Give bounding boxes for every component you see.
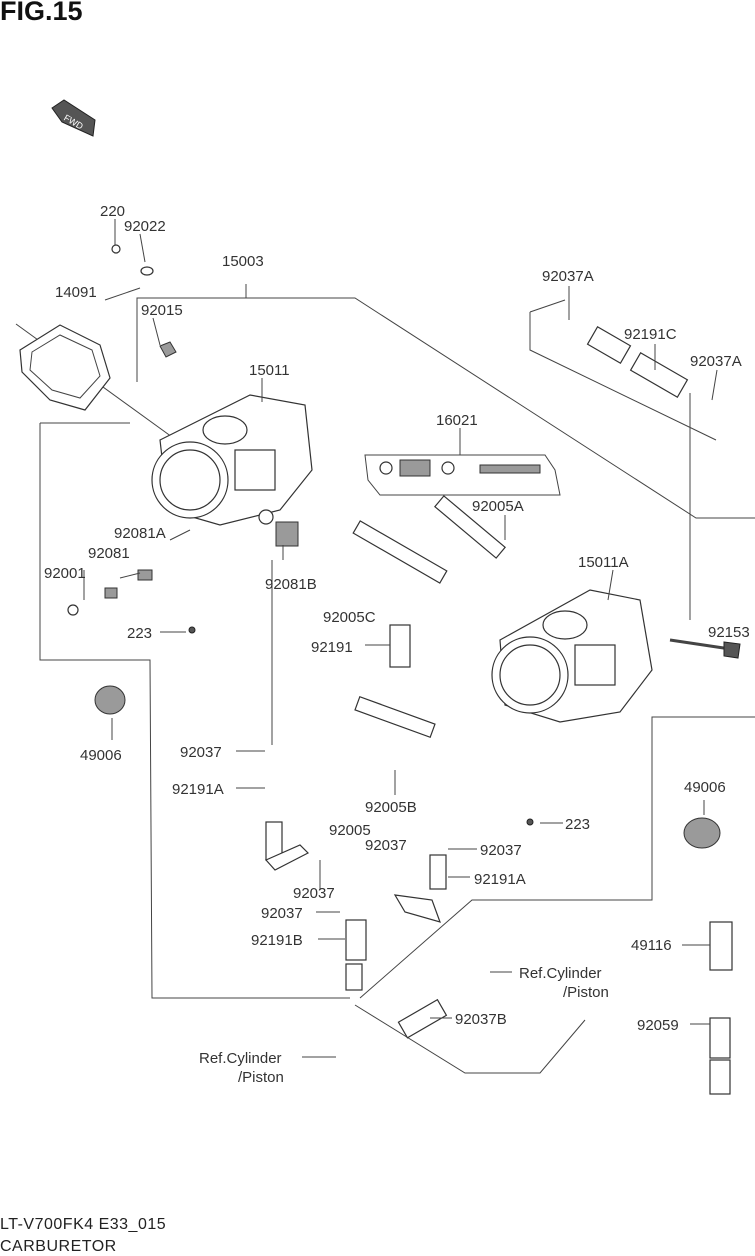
part-label-220: 220 [100, 203, 125, 220]
part-label-92037A-1: 92037A [542, 268, 594, 285]
carburetor-right [491, 589, 653, 723]
part-label-92022: 92022 [124, 218, 166, 235]
part-label-223-2: 223 [565, 816, 590, 833]
cover-part [19, 324, 111, 411]
leader-lines [83, 219, 718, 1058]
part-label-92059: 92059 [637, 1017, 679, 1034]
part-label-92081B: 92081B [265, 576, 317, 593]
throttle-shaft-part [364, 454, 561, 496]
part-label-92005C: 92005C [323, 609, 376, 626]
part-label-14091: 14091 [55, 284, 97, 301]
part-label-92037-2: 92037 [365, 837, 407, 854]
part-label-92037A-2: 92037A [690, 353, 742, 370]
ref-label-1-line2: /Piston [563, 984, 609, 1001]
fwd-arrow-icon: FWD [51, 99, 96, 137]
part-label-92191C: 92191C [624, 326, 677, 343]
part-label-15011A: 15011A [578, 554, 629, 571]
part-label-49116: 49116 [631, 937, 672, 954]
part-label-92191A-1: 92191A [172, 781, 224, 798]
part-label-92005A: 92005A [472, 498, 524, 515]
carburetor-left [151, 394, 313, 526]
part-label-92191B: 92191B [251, 932, 303, 949]
part-label-92037-1: 92037 [180, 744, 222, 761]
part-label-92037-5: 92037 [261, 905, 303, 922]
footer-name: CARBURETOR [0, 1238, 117, 1255]
part-label-92005B: 92005B [365, 799, 417, 816]
part-label-92191A-2: 92191A [474, 871, 526, 888]
ref-label-2-line2: /Piston [238, 1069, 284, 1086]
part-label-92081: 92081 [88, 545, 130, 562]
ref-label-2-line1: Ref.Cylinder [199, 1050, 282, 1067]
footer-code: LT-V700FK4 E33_015 [0, 1216, 167, 1233]
part-label-15011: 15011 [249, 362, 290, 379]
part-label-92037-3: 92037 [480, 842, 522, 859]
part-label-92153: 92153 [708, 624, 750, 641]
ref-label-1-line1: Ref.Cylinder [519, 965, 602, 982]
part-label-92081A: 92081A [114, 525, 166, 542]
part-label-92191: 92191 [311, 639, 353, 656]
part-label-223-1: 223 [127, 625, 152, 642]
fuel-pipes [264, 326, 733, 1095]
part-label-49006-1: 49006 [80, 747, 122, 764]
part-label-15003: 15003 [222, 253, 264, 270]
part-labels: 220 92022 15003 14091 92015 15011 16021 … [44, 203, 750, 1086]
part-label-92037B: 92037B [455, 1011, 507, 1028]
part-label-49006-2: 49006 [684, 779, 726, 796]
part-label-92001: 92001 [44, 565, 86, 582]
figure-title: FIG.15 [0, 0, 83, 26]
part-label-92015: 92015 [141, 302, 183, 319]
small-parts [67, 244, 741, 849]
part-label-92005: 92005 [329, 822, 371, 839]
part-label-16021: 16021 [436, 412, 478, 429]
part-label-92037-4: 92037 [293, 885, 335, 902]
